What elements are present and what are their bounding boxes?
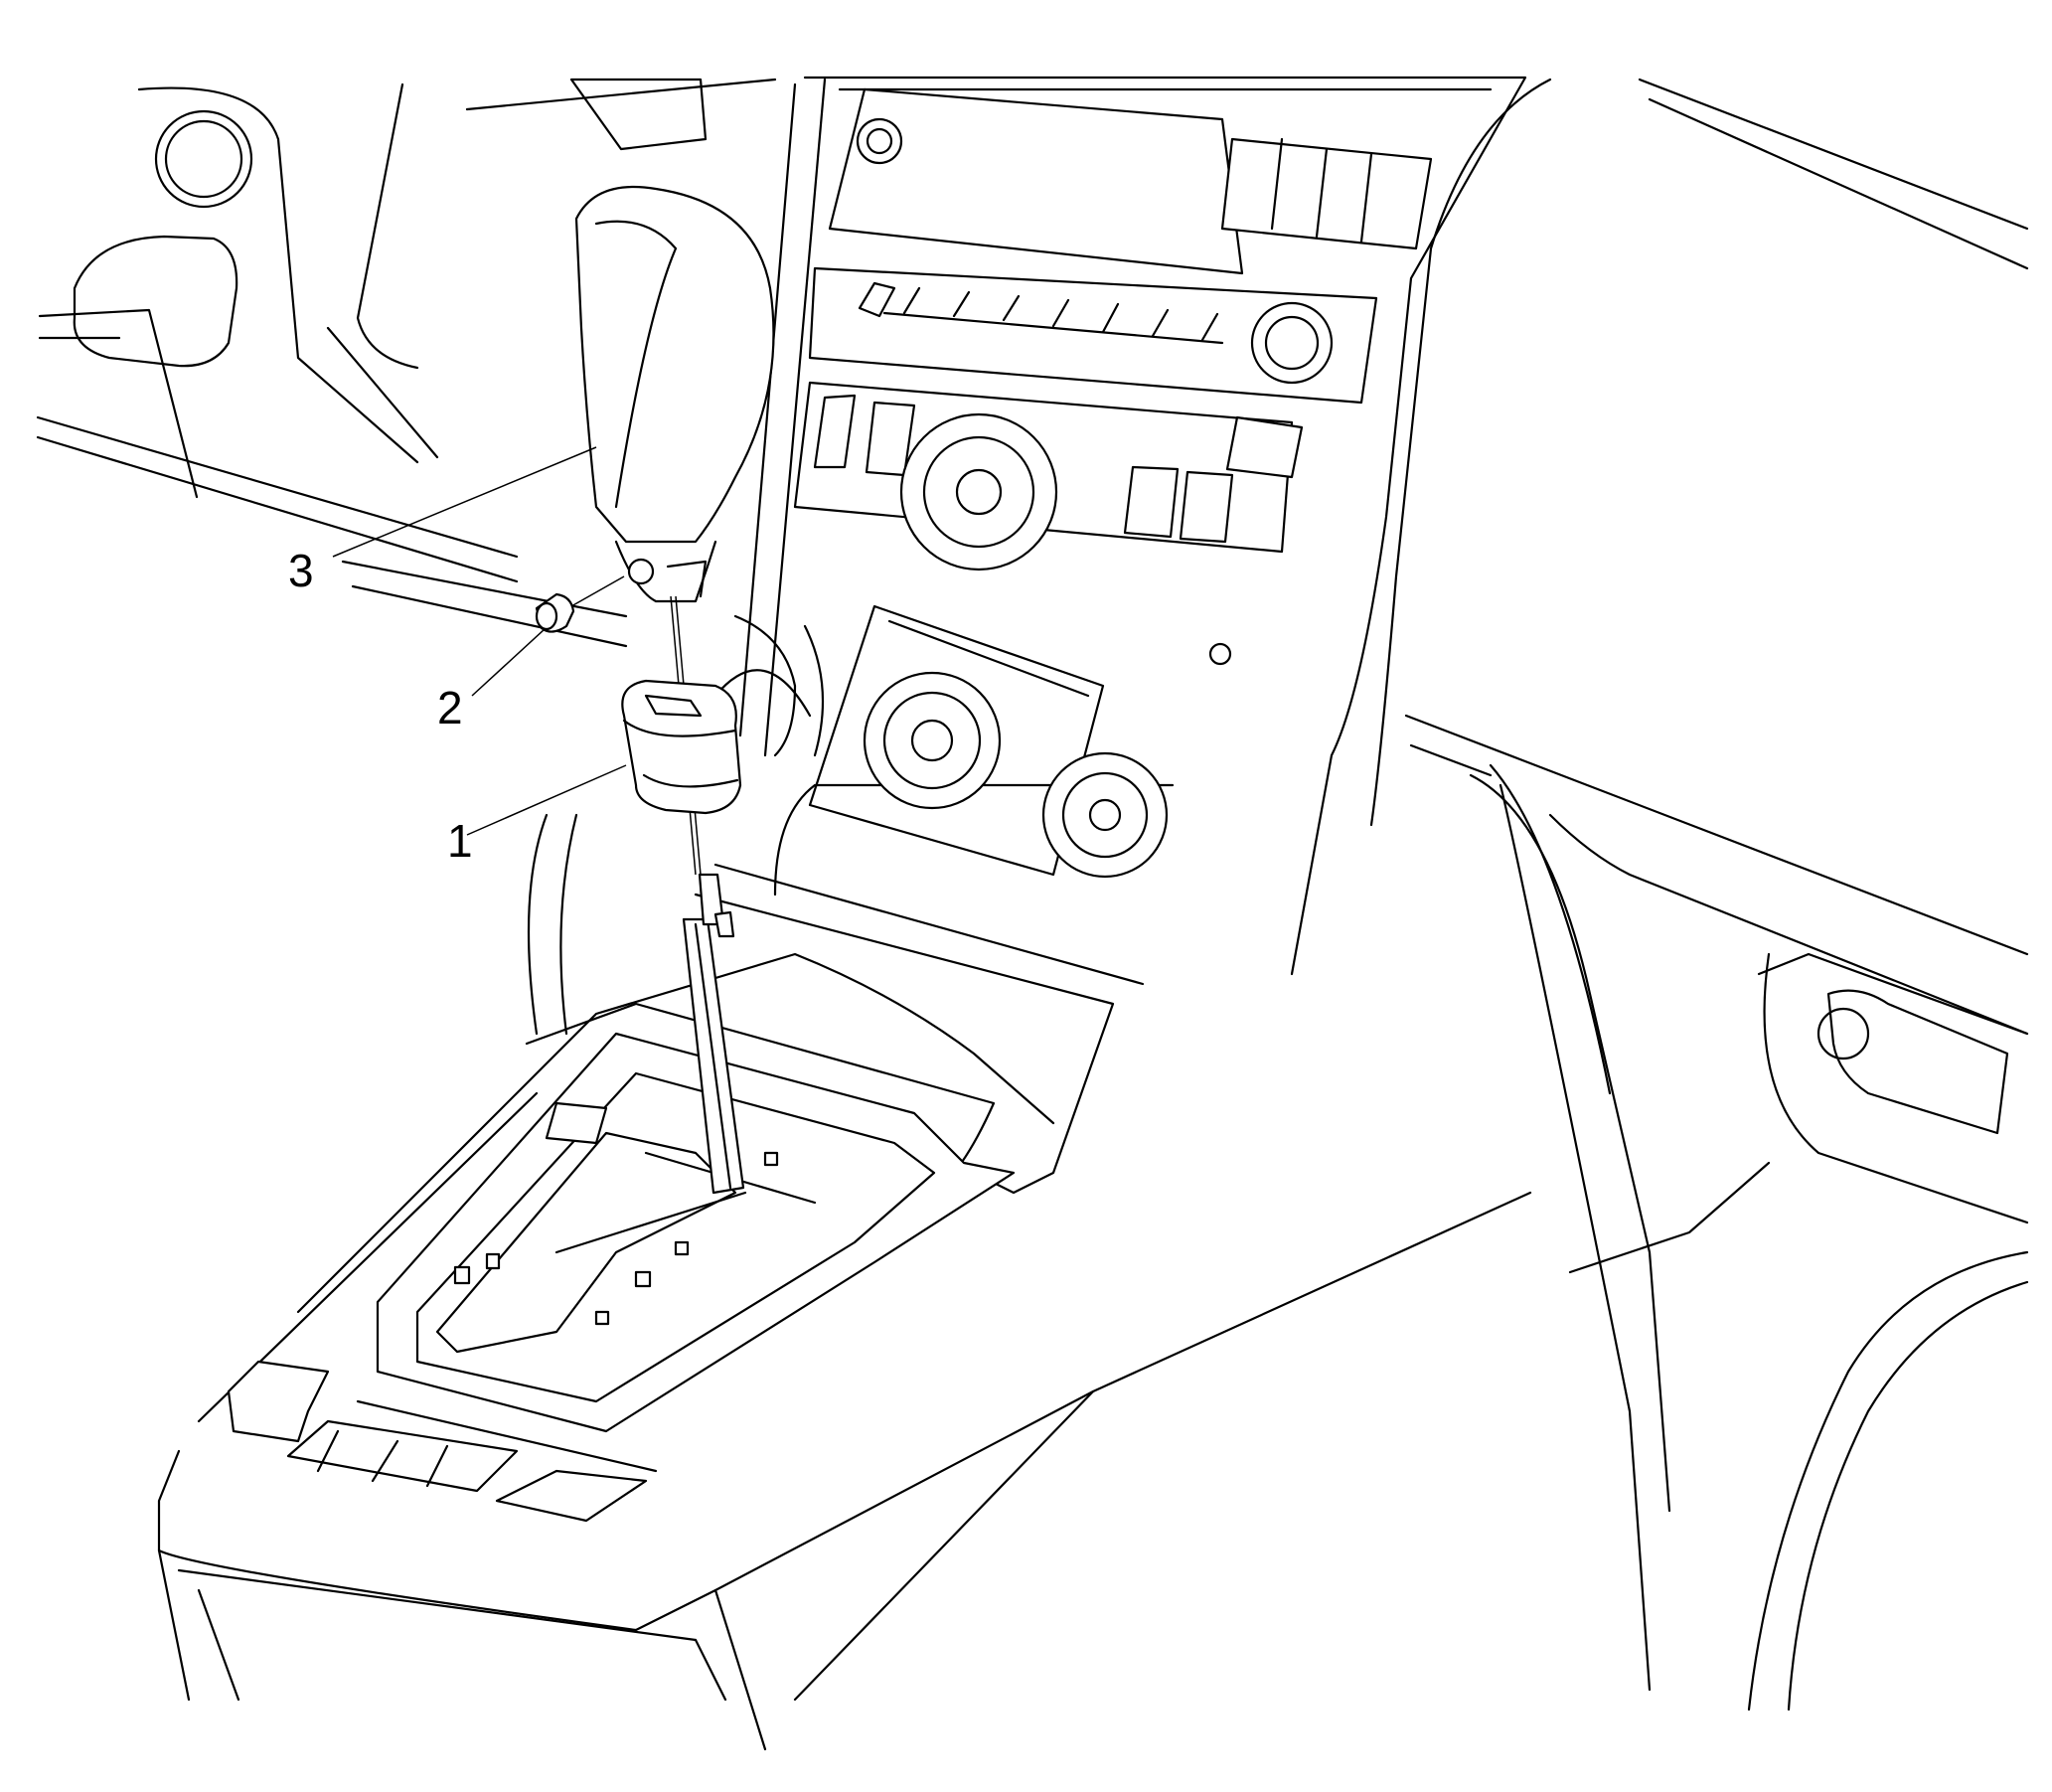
callout-1: 1 (447, 815, 473, 867)
shift-collar (621, 679, 742, 815)
center-stack (713, 76, 1527, 976)
shift-lever-shaft (670, 595, 745, 1195)
set-screw (535, 575, 625, 633)
shift-knob (574, 185, 775, 603)
radio-controls-row (793, 381, 1304, 666)
right-dash-panel (1369, 78, 2029, 1711)
callout-2: 2 (437, 682, 463, 733)
callout-3: 3 (288, 545, 314, 596)
center-console (157, 813, 1532, 1751)
climate-controls (713, 604, 1169, 879)
radio-unit (808, 87, 1433, 405)
left-dash-panel (36, 78, 777, 648)
console-switches (227, 1360, 648, 1523)
callout-leaders (332, 446, 627, 836)
